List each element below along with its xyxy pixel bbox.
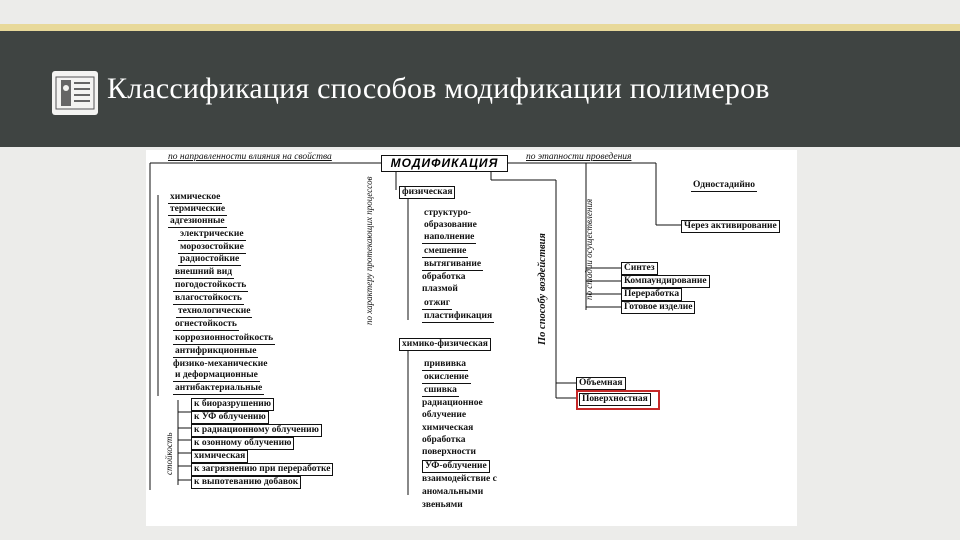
chemphys-item: аномальными (422, 487, 484, 497)
chemphys-box: химико-физическая (399, 338, 491, 351)
surface-method-box: Поверхностная (579, 393, 651, 406)
stage-step: Готовое изделие (621, 301, 696, 314)
page-title: Классификация способов модификации полим… (107, 72, 770, 105)
diagram-connectors (149, 162, 681, 495)
physical-item: образование (424, 220, 477, 230)
physical-item: плазмой (422, 284, 458, 294)
stage-step: Синтез (621, 262, 658, 275)
physical-item: вытягивание (422, 259, 484, 271)
physical-item: смешение (422, 246, 469, 258)
physical-item: наполнение (422, 232, 477, 244)
property-item: морозостойкие (178, 242, 246, 254)
property-item: электрические (178, 229, 246, 241)
chemphys-item: взаимодействие с (422, 474, 497, 484)
chemphys-item: облучение (422, 410, 467, 420)
stability-item: к УФ облучению (191, 411, 269, 424)
chemphys-item: звеньями (422, 500, 463, 510)
book-logo-icon (52, 71, 98, 115)
top-left-label: по направленности влияния на свойства (168, 152, 332, 162)
chemphys-item: окисление (422, 372, 471, 384)
property-item: огнестойкость (173, 319, 239, 331)
chemphys-item: УФ-облучение (422, 460, 490, 473)
property-item: технологические (176, 306, 253, 318)
stage-step: Компаундирование (621, 275, 710, 288)
stage-single: Одностадийно (691, 180, 758, 192)
stability-item: химическая (191, 450, 249, 463)
property-item: антифрикционные (173, 346, 259, 358)
chemphys-item: радиационное (422, 398, 483, 408)
top-right-label: по этапности проведения (526, 152, 632, 162)
property-item: адгезионные (168, 216, 227, 228)
stage-reactivation: Через активирование (681, 220, 780, 233)
stability-item: к загрязнению при переработке (191, 463, 334, 476)
accent-bar (0, 24, 960, 31)
property-item: радиостойкие (178, 254, 242, 266)
physical-item: отжиг (422, 298, 453, 310)
property-item: термические (168, 204, 228, 216)
by-method-vertical-label: По способу воздействия (537, 233, 548, 345)
classification-diagram: по направленности влияния на свойства МО… (146, 150, 797, 526)
property-item: и деформационные (173, 370, 260, 382)
stability-item: к озонному облучению (191, 437, 295, 450)
stage-step: Переработка (621, 288, 683, 301)
resistance-vertical-label: стойкость (164, 432, 174, 475)
physical-item: структуро- (424, 208, 471, 218)
stability-item: к радиационному облучению (191, 424, 322, 437)
property-item: погодостойкость (173, 280, 249, 292)
property-item: антибактериальные (173, 383, 265, 395)
physical-box: физическая (399, 186, 456, 199)
by-nature-vertical-label: по характеру протекающих процессов (364, 176, 374, 325)
surface-highlight (576, 390, 660, 410)
by-stage-vertical-label: по стадии осуществления (584, 198, 594, 300)
chemphys-item: поверхности (422, 447, 476, 457)
physical-item: пластификация (422, 311, 495, 323)
physical-item: обработка (422, 272, 466, 282)
stability-item: к биоразрушению (191, 398, 275, 411)
property-item: химическое (168, 192, 223, 204)
chemphys-item: сшивка (422, 385, 459, 397)
property-item: коррозионностойкость (173, 333, 276, 345)
chemphys-item: прививка (422, 359, 469, 371)
chemphys-item: химическая (422, 423, 474, 433)
property-item: влагостойкость (173, 293, 244, 305)
main-modification-box: МОДИФИКАЦИЯ (381, 155, 508, 172)
header-band (0, 31, 960, 147)
volume-method-box: Объемная (576, 377, 626, 390)
property-item: физико-механические (173, 359, 268, 369)
chemphys-item: обработка (422, 435, 466, 445)
stability-item: к выпотеванию добавок (191, 476, 302, 489)
property-item: внешний вид (173, 267, 235, 279)
